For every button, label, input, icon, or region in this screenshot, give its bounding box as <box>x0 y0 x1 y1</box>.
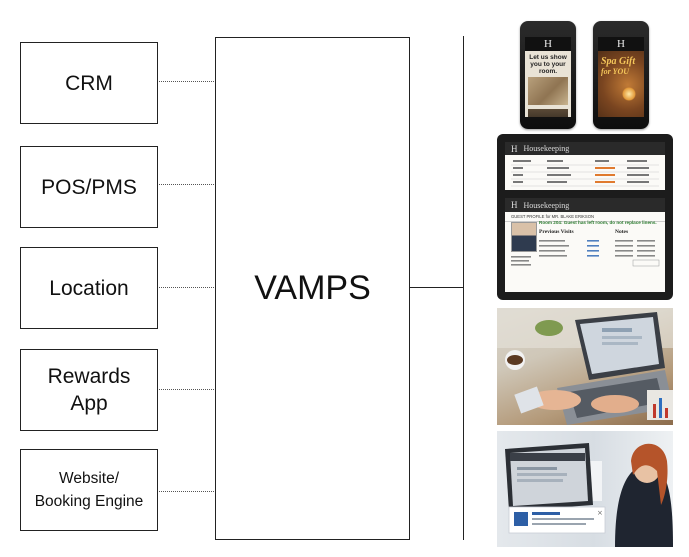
tablet-list-header: H Housekeeping <box>505 142 665 155</box>
website-label-line2: Booking Engine <box>34 493 144 510</box>
guest-profile-label: GUEST PROFILE for MR. BLAKE ERIKSON <box>505 212 665 222</box>
output-bus-line <box>463 36 464 540</box>
phone-room-headline: Let us show you to your room. <box>529 54 567 75</box>
website-booking-box: Website/ Booking Engine <box>20 449 158 531</box>
tablet-list-table <box>511 160 659 187</box>
location-connector <box>159 287 214 288</box>
hotel-logo-icon: H <box>511 200 518 210</box>
phone-mockup-spa: H Spa Gift for YOU <box>593 21 649 129</box>
vamps-hub-label: VAMPS <box>254 269 371 307</box>
tablet-guest-profile: H Housekeeping GUEST PROFILE for MR. BLA… <box>497 190 673 300</box>
location-box: Location <box>20 247 158 329</box>
hub-output-connector <box>410 287 463 288</box>
pos-pms-box: POS/PMS <box>20 146 158 228</box>
spa-headline-line2: for YOU <box>601 67 630 76</box>
laptop-typing-photo <box>497 308 673 425</box>
phone-room-screen: H Let us show you to your room. <box>525 37 571 117</box>
phone-spa-headline: Spa Gift for YOU <box>598 51 644 77</box>
hotel-logo-icon: H <box>525 37 571 51</box>
phone-mockup-room: H Let us show you to your room. <box>520 21 576 129</box>
rewards-label-line2: App <box>70 392 108 415</box>
crm-label: CRM <box>65 71 113 95</box>
website-label-line1: Website/ <box>58 470 120 487</box>
svg-text:×: × <box>597 509 603 517</box>
tablet-profile-header: H Housekeeping <box>505 198 665 212</box>
crm-connector <box>159 81 214 82</box>
website-booking-label: Website/ Booking Engine <box>35 467 144 513</box>
tablet-profile-title: Housekeeping <box>523 200 570 210</box>
location-label: Location <box>49 276 129 300</box>
rewards-app-label: Rewards App <box>48 363 131 417</box>
room-photo <box>528 77 568 105</box>
spa-candle-glow <box>622 87 636 101</box>
hotel-logo-icon: H <box>511 143 518 154</box>
rewards-app-box: Rewards App <box>20 349 158 431</box>
tablet-profile-screen: H Housekeeping GUEST PROFILE for MR. BLA… <box>505 198 665 292</box>
woman-laptop-notification-photo: × <box>497 431 673 547</box>
housekeeping-alert: Room 204: Guest has left room, do not re… <box>539 220 657 225</box>
phone-spa-screen: H Spa Gift for YOU <box>598 37 644 117</box>
vamps-hub-box: VAMPS <box>215 37 410 540</box>
crm-box: CRM <box>20 42 158 124</box>
pos-pms-connector <box>159 184 214 185</box>
previous-visits-heading: Previous Visits <box>539 229 574 235</box>
tablet-list-title: Housekeeping <box>523 144 570 153</box>
woman-laptop-illustration: × <box>505 443 673 547</box>
guest-visit-rows <box>511 240 660 267</box>
hotel-logo-icon: H <box>598 37 644 51</box>
laptop-typing-illustration <box>497 308 673 425</box>
pos-pms-label: POS/PMS <box>41 175 137 199</box>
notes-heading: Notes <box>615 229 629 235</box>
spa-headline-line1: Spa Gift <box>601 56 636 67</box>
phone-room-footer <box>528 109 568 117</box>
rewards-connector <box>159 389 214 390</box>
rewards-label-line1: Rewards <box>47 365 131 388</box>
website-connector <box>159 491 214 492</box>
guest-avatar <box>511 222 537 252</box>
